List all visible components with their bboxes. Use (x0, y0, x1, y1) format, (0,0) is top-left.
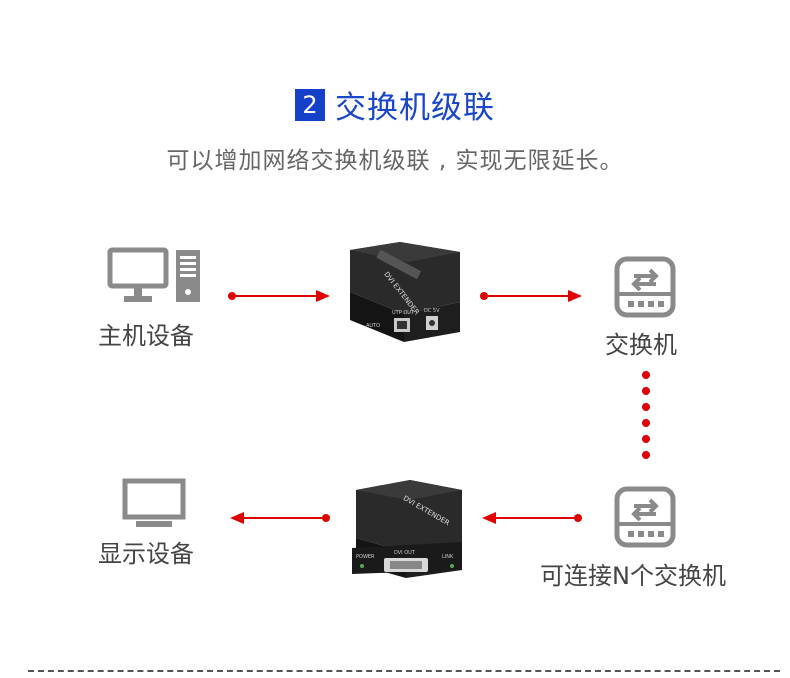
section-number-badge: 2 (295, 88, 325, 121)
receiver-dvi-label: DVI OUT (394, 550, 416, 556)
section-title: 交换机级联 (335, 90, 495, 126)
arrow-transmitter-to-switch (480, 290, 582, 302)
transmitter-auto-label: AUTO (366, 323, 380, 329)
receiver-device: DVI EXTENDER POWER DVI OUT LINK (352, 480, 462, 578)
section-subtitle: 可以增加网络交换机级联 , 实现无限延长。 (166, 148, 624, 174)
host-computer-icon (107, 247, 200, 302)
switch-bottom-label: 可连接N个交换机 (540, 562, 726, 590)
host-label: 主机设备 (98, 322, 194, 350)
display-monitor-icon (122, 478, 186, 527)
arrow-receiver-to-display (230, 512, 330, 524)
transmitter-utp-label: UTP OUT (392, 310, 415, 316)
section-header: 2 交换机级联 (0, 82, 790, 126)
switch-bottom-icon (614, 486, 676, 548)
bottom-divider (28, 670, 780, 672)
receiver-power-label: POWER (356, 554, 375, 560)
display-label: 显示设备 (98, 540, 194, 568)
dotted-connector (642, 371, 650, 459)
arrow-host-to-transmitter (228, 290, 330, 302)
transmitter-dc-label: DC 5V (424, 308, 440, 314)
receiver-link-label: LINK (442, 554, 454, 560)
transmitter-device: DVI EXTENDER AUTO UTP OUT DC 5V (350, 242, 460, 342)
switch-top-icon (614, 256, 676, 318)
arrow-switch-to-receiver (482, 512, 582, 524)
switch-top-label: 交换机 (605, 331, 677, 359)
